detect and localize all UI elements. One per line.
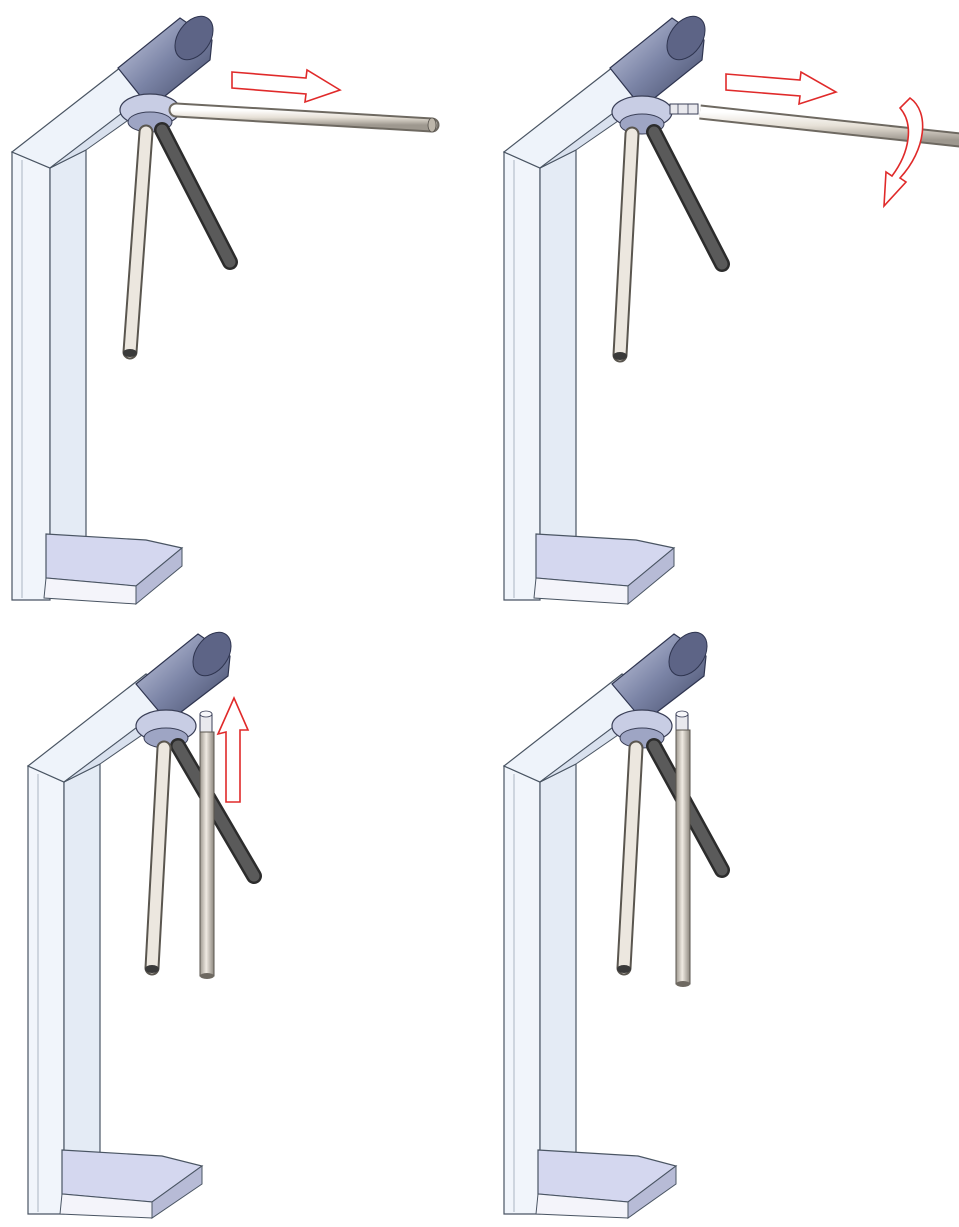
pull-out-arrow xyxy=(725,70,838,106)
arm-vertical xyxy=(675,729,691,987)
rotor-hub xyxy=(119,93,181,133)
rotor-hub xyxy=(611,95,673,135)
rotate-down-arrow xyxy=(883,96,924,209)
turnstile-head xyxy=(135,631,232,723)
arm-dark xyxy=(154,122,238,270)
panel-step-3 xyxy=(12,618,492,1227)
turnstile-base xyxy=(533,533,676,606)
arm-connector xyxy=(669,103,699,115)
arm-connector xyxy=(199,710,213,733)
arm-vertical xyxy=(199,731,215,979)
turnstile-frame xyxy=(10,59,170,601)
turnstile-frame xyxy=(26,673,186,1215)
arm-dark xyxy=(646,124,730,272)
arm-left xyxy=(616,740,644,976)
panel-step-1 xyxy=(0,0,480,609)
turnstile-head xyxy=(611,631,708,723)
arm-left xyxy=(612,126,640,363)
arm-left xyxy=(144,740,172,976)
push-up-arrow xyxy=(216,696,250,803)
turnstile-base xyxy=(59,1149,204,1219)
turnstile-base xyxy=(43,533,184,606)
arm-connector xyxy=(675,710,689,731)
turnstile-frame xyxy=(502,59,662,601)
pull-out-arrow xyxy=(231,68,342,104)
panel-step-2 xyxy=(490,0,959,609)
arm-dark xyxy=(170,738,262,884)
rotor-hub xyxy=(611,709,673,749)
turnstile-head xyxy=(117,15,214,109)
panel-step-4 xyxy=(490,618,959,1227)
arm-extended xyxy=(168,102,440,133)
turnstile-base xyxy=(535,1149,678,1219)
arm-left xyxy=(122,124,154,360)
